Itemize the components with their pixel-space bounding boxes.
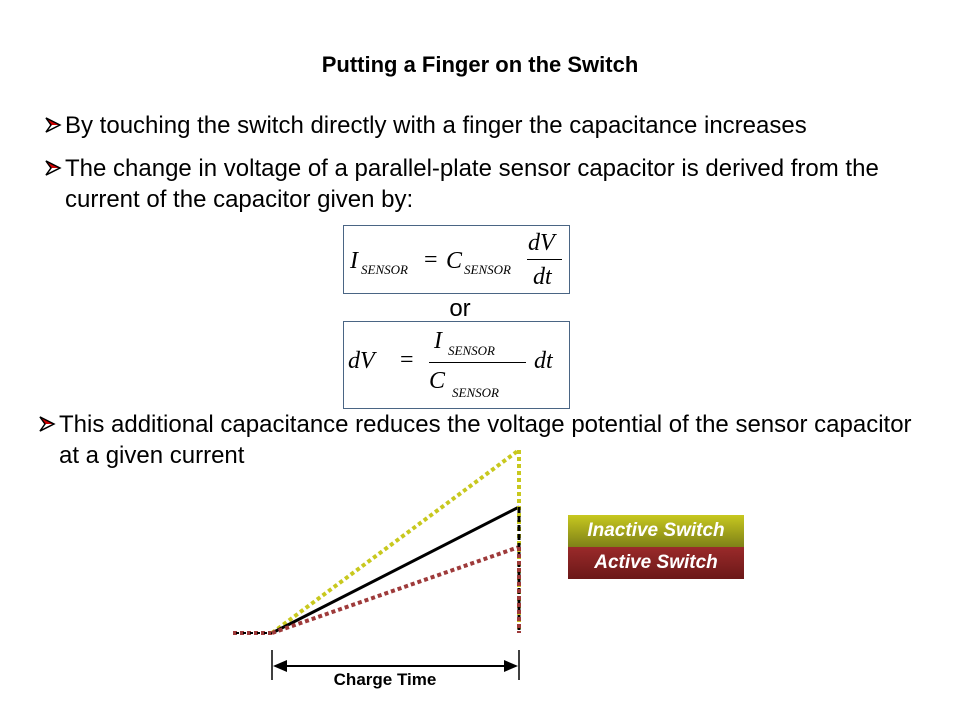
eq1-fraction-bar: [527, 259, 562, 260]
equation-voltage: dV = I SENSOR C SENSOR dt: [343, 321, 570, 409]
bullet-3: This additional capacitance reduces the …: [38, 409, 918, 471]
eq2-fraction-bar: [429, 362, 526, 363]
eq2-numerator-sub: SENSOR: [448, 343, 495, 358]
eq1-i-sub: SENSOR: [361, 262, 408, 277]
bullet-3-text: This additional capacitance reduces the …: [59, 411, 912, 469]
eq2-numerator: I: [434, 328, 442, 354]
active-ramp: [271, 545, 520, 635]
eq2-denominator: C: [429, 368, 446, 394]
legend-inactive-switch: Inactive Switch: [568, 515, 744, 547]
charge-time-right-arrowhead: [504, 660, 518, 672]
eq2-denominator-sub: SENSOR: [452, 385, 499, 400]
bullet-2-text: The change in voltage of a parallel-plat…: [65, 155, 879, 213]
bullet-2: The change in voltage of a parallel-plat…: [44, 153, 904, 215]
equation-current: I SENSOR = C SENSOR dV dt: [343, 225, 570, 294]
eq1-c: C: [446, 248, 463, 274]
bullet-1: By touching the switch directly with a f…: [44, 110, 924, 141]
arrow-bullet-icon: [45, 160, 62, 176]
charge-time-label: Charge Time: [333, 670, 437, 689]
inactive-ramp: [270, 448, 521, 635]
slide-title: Putting a Finger on the Switch: [321, 52, 639, 77]
or-connector: or: [449, 295, 471, 322]
eq1-equals: =: [424, 247, 438, 273]
eq1-i: I: [350, 248, 358, 274]
eq2-equals: =: [400, 347, 414, 373]
eq1-denominator: dt: [533, 264, 552, 290]
arrow-bullet-icon: [39, 416, 56, 432]
arrow-bullet-icon: [45, 117, 62, 133]
eq1-numerator: dV: [528, 230, 555, 256]
bullet-1-text: By touching the switch directly with a f…: [65, 112, 807, 139]
charge-time-left-arrowhead: [273, 660, 287, 672]
legend-active-switch: Active Switch: [568, 547, 744, 579]
eq2-rhs: dt: [534, 348, 553, 374]
nominal-ramp: [271, 505, 520, 635]
eq1-c-sub: SENSOR: [464, 262, 511, 277]
eq2-lhs: dV: [348, 348, 375, 374]
